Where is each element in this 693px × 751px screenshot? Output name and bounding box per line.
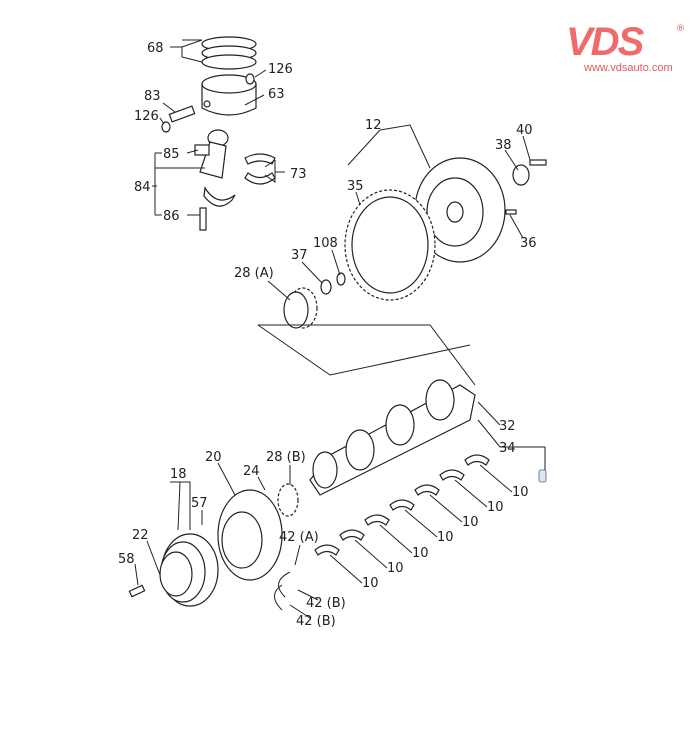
- label-85: 85: [163, 147, 180, 162]
- label-10: 10: [362, 576, 379, 591]
- label-68: 68: [147, 41, 164, 56]
- pulley: [217, 489, 283, 581]
- label-36: 36: [520, 236, 537, 251]
- connecting-rod: [194, 129, 236, 231]
- label-32: 32: [499, 419, 516, 434]
- label-10: 10: [387, 561, 404, 576]
- label-83: 83: [144, 89, 161, 104]
- piston-rings: [201, 36, 257, 70]
- label-10: 10: [487, 500, 504, 515]
- rod-bearings: [244, 153, 276, 185]
- piston: [201, 74, 257, 116]
- label-40: 40: [516, 123, 533, 138]
- thrust-washer: [278, 571, 291, 598]
- label-73: 73: [290, 167, 307, 182]
- label-42b: 42 (B): [296, 614, 336, 629]
- label-10: 10: [512, 485, 529, 500]
- label-126b: 126: [134, 109, 159, 124]
- label-42a: 42 (A): [279, 530, 319, 545]
- main-bearings: [314, 454, 490, 556]
- label-20: 20: [205, 450, 222, 465]
- label-10: 10: [462, 515, 479, 530]
- label-58: 58: [118, 552, 135, 567]
- label-10: 10: [412, 546, 429, 561]
- ring-gear: [344, 189, 436, 301]
- snap-ring: [336, 272, 346, 286]
- label-84: 84: [134, 180, 151, 195]
- marker: [538, 469, 547, 483]
- label-28b: 28 (B): [266, 450, 306, 465]
- label-18: 18: [170, 467, 187, 482]
- gear-28a: [283, 287, 318, 329]
- label-22: 22: [132, 528, 149, 543]
- logo-url: www.vdsauto.com: [584, 62, 673, 74]
- snap-ring: [161, 121, 171, 133]
- crankshaft: [309, 379, 476, 496]
- leader-lines: [134, 39, 546, 619]
- flywheel-plate: [505, 159, 547, 215]
- label-24: 24: [243, 464, 260, 479]
- label-38: 38: [495, 138, 512, 153]
- label-63: 63: [268, 87, 285, 102]
- label-12: 12: [365, 118, 382, 133]
- gear-28b: [277, 483, 299, 517]
- flywheel: [414, 157, 506, 263]
- logo-brand: VDS: [566, 20, 644, 64]
- label-35: 35: [347, 179, 364, 194]
- label-108: 108: [313, 236, 338, 251]
- snap-ring: [245, 73, 255, 85]
- label-86: 86: [163, 209, 180, 224]
- vds-logo: VDS ® www.vdsauto.com: [566, 22, 686, 74]
- registered-mark: ®: [676, 24, 685, 34]
- part-labels: 68 126 63 83 126 85 84 73 86 12 40 38 35…: [118, 41, 537, 629]
- thrust-washer: [274, 584, 283, 611]
- bearing: [320, 279, 332, 295]
- bolt: [128, 584, 146, 598]
- label-28a: 28 (A): [234, 266, 274, 281]
- label-34: 34: [499, 441, 516, 456]
- damper: [159, 533, 219, 607]
- label-57: 57: [191, 496, 208, 511]
- piston-pin: [168, 105, 196, 123]
- label-126: 126: [268, 62, 293, 77]
- label-37: 37: [291, 248, 308, 263]
- label-42b: 42 (B): [306, 596, 346, 611]
- label-10: 10: [437, 530, 454, 545]
